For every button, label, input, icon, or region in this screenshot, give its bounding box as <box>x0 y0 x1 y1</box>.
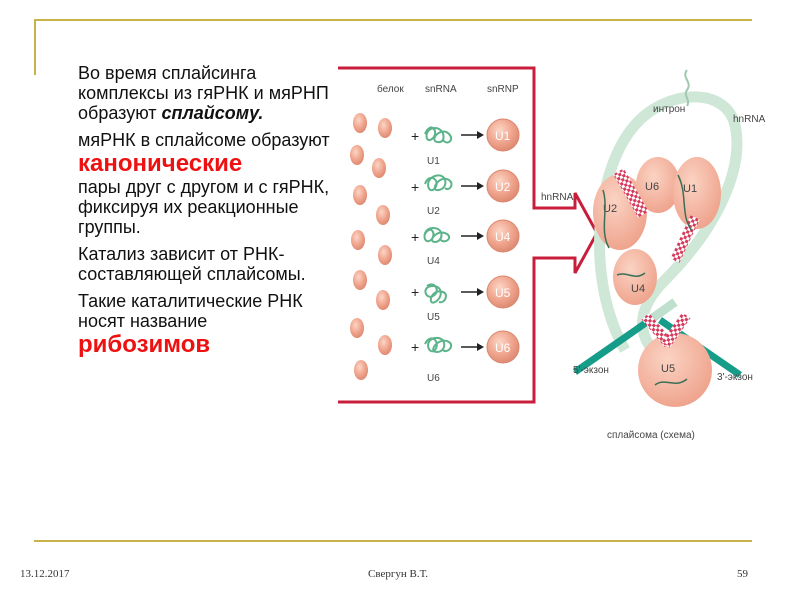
protein-blob <box>350 318 364 338</box>
protein-blob <box>353 185 367 205</box>
paragraph-2-text: мяРНК в сплайсоме образуют <box>78 130 330 150</box>
protein-blob <box>354 360 368 380</box>
term-canonical: канонические <box>78 150 335 177</box>
plus-sign: + <box>411 179 419 195</box>
protein-blob <box>372 158 386 178</box>
left-rule <box>34 19 36 75</box>
snrnp-label: U5 <box>495 286 511 300</box>
assembly-panel: белок snRNA snRNP hnRNA + U1 <box>338 68 597 402</box>
exon-5-junction <box>650 302 675 320</box>
protein-blob <box>378 335 392 355</box>
exon5-label: 5'-экзон <box>573 365 609 376</box>
snrnp-label: U6 <box>495 341 511 355</box>
paragraph-3: Катализ зависит от РНК-составляющей спла… <box>60 244 335 284</box>
term-spliceosome: сплайсому. <box>162 103 264 123</box>
particle-u4-label: U4 <box>631 283 645 295</box>
exon3-label: 3'-экзон <box>717 372 753 383</box>
protein-blob <box>378 118 392 138</box>
header-snrna: snRNA <box>425 84 457 95</box>
protein-blob <box>378 245 392 265</box>
paragraph-2: мяРНК в сплайсоме образуют канонические … <box>60 130 335 237</box>
paragraph-4: Такие каталитические РНК носят название … <box>60 291 335 358</box>
top-rule <box>34 19 752 21</box>
protein-blob <box>353 270 367 290</box>
hnrna-label-right: hnRNA <box>733 114 766 125</box>
footer-author: Свергун В.Т. <box>368 568 428 580</box>
protein-blob <box>376 290 390 310</box>
particle-u6-label: U6 <box>645 181 659 193</box>
paragraph-1: Во время сплайсинга комплексы из гяРНК и… <box>60 63 335 123</box>
protein-blob <box>350 145 364 165</box>
header-protein: белок <box>377 83 404 95</box>
term-ribozymes: рибозимов <box>78 331 335 358</box>
hnrna-label-left: hnRNA <box>541 192 574 203</box>
spliceosome-caption: сплайсома (схема) <box>607 430 695 441</box>
particle-u4 <box>613 249 657 305</box>
snrna-label: U1 <box>427 156 440 167</box>
footer-page-number: 59 <box>737 568 748 580</box>
snrnp-label: U1 <box>495 129 511 143</box>
particle-u5-label: U5 <box>661 363 675 375</box>
paragraph-4-text: Такие каталитические РНК носят название <box>78 291 303 331</box>
snrnp-label: U2 <box>495 180 511 194</box>
bottom-rule <box>34 540 752 542</box>
paragraph-2-text-after: пары друг с другом и с гяРНК, фиксируя и… <box>78 177 329 237</box>
protein-blob <box>353 113 367 133</box>
spliceosome-schematic: U2 U6 U1 U4 U5 интрон hnRNA 5'-экзон 3'-… <box>573 70 766 441</box>
particle-u1-label: U1 <box>683 183 697 195</box>
header-snrnp: snRNP <box>487 84 519 95</box>
paragraph-3-text: Катализ зависит от РНК-составляющей спла… <box>78 244 306 284</box>
snrna-label: U6 <box>427 373 440 384</box>
snrna-label: U5 <box>427 312 440 323</box>
plus-sign: + <box>411 128 419 144</box>
intron-label: интрон <box>653 104 685 115</box>
snrna-label: U4 <box>427 256 440 267</box>
slide-text: Во время сплайсинга комплексы из гяРНК и… <box>60 63 335 365</box>
plus-sign: + <box>411 229 419 245</box>
spliceosome-diagram: белок snRNA snRNP hnRNA + U1 <box>335 50 780 450</box>
plus-sign: + <box>411 284 419 300</box>
protein-blob <box>351 230 365 250</box>
protein-blob <box>376 205 390 225</box>
plus-sign: + <box>411 339 419 355</box>
footer-date: 13.12.2017 <box>20 568 70 580</box>
snrnp-label: U4 <box>495 230 511 244</box>
snrna-label: U2 <box>427 206 440 217</box>
